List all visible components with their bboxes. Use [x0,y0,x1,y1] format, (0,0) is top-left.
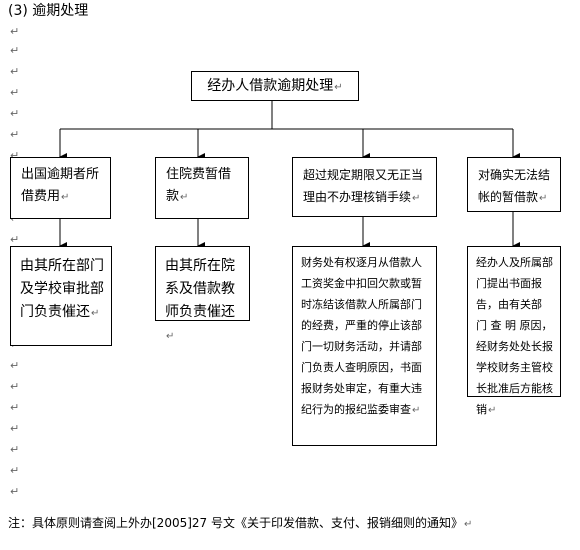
paragraph-mark: ↵ [464,519,473,530]
paragraph-mark: ↵ [10,44,20,57]
flow-box-text: 出国逾期者所借费用 [21,167,100,204]
paragraph-mark: ↵ [412,405,421,416]
paragraph-mark: ↵ [10,107,20,120]
paragraph-mark: ↵ [166,331,175,342]
flow-box-level2-3: 财务处有权逐月从借款人工资奖金中扣回欠款或暂时冻结该借款人所属部门的经费，严重的… [292,246,437,446]
flow-box-text: 住院费暂借款 [166,167,232,204]
paragraph-mark: ↵ [10,149,20,162]
paragraph-mark: ↵ [10,485,20,498]
paragraph-mark: ↵ [180,192,189,203]
flow-box-level1-3: 超过规定期限又无正当理由不办理核销手续↵ [292,157,437,217]
flow-box-level2-4: 经办人及所属部门提出书面报告，由有关部 门 查 明 原因，经财务处处长报学校财务… [467,246,561,416]
paragraph-mark: ↵ [10,359,20,372]
section-heading-text: (3) 逾期处理 [8,3,89,19]
flow-box-level2-2: 由其所在院系及借款教师负责催还 ↵ [155,246,250,342]
flow-box-level2-1: 由其所在部门及学校审批部门负责催还↵ [10,246,112,346]
paragraph-mark: ↵ [10,233,20,246]
flow-box-text: 经办人及所属部门提出书面报告，由有关部 门 查 明 原因，经财务处处长报学校财务… [476,256,553,416]
paragraph-mark: ↵ [10,443,20,456]
paragraph-mark: ↵ [488,405,497,416]
paragraph-mark: ↵ [539,193,548,204]
flow-box-root: 经办人借款逾期处理↵ [191,71,359,101]
paragraph-mark: ↵ [334,82,343,93]
flow-box-text: 对确实无法结帐的暂借款 [478,168,551,204]
section-heading: (3) 逾期处理 [8,2,88,20]
paragraph-mark: ↵ [10,380,20,393]
flow-box-text: 由其所在部门及学校审批部门负责催还 [20,258,104,320]
footnote: 注：具体原则请查阅上外办[2005]27 号文《关于印发借款、支付、报销细则的通… [8,515,472,533]
flow-box-text: 财务处有权逐月从借款人工资奖金中扣回欠款或暂时冻结该借款人所属部门的经费，严重的… [301,256,422,416]
paragraph-mark: ↵ [10,464,20,477]
paragraph-mark: ↵ [10,65,20,78]
flow-box-level1-2: 住院费暂借款↵ [155,157,249,219]
paragraph-mark: ↵ [91,308,100,319]
flow-box-level1-1: 出国逾期者所借费用↵ [10,157,111,219]
paragraph-mark: ↵ [10,401,20,414]
paragraph-mark: ↵ [412,193,421,204]
paragraph-mark: ↵ [10,422,20,435]
paragraph-mark: ↵ [10,25,20,38]
flow-box-text: 超过规定期限又无正当理由不办理核销手续 [303,168,424,204]
footnote-text: 注：具体原则请查阅上外办[2005]27 号文《关于印发借款、支付、报销细则的通… [8,516,463,530]
flow-box-text: 由其所在院系及借款教师负责催还 [165,258,235,320]
flow-box-level1-4: 对确实无法结帐的暂借款↵ [467,157,561,212]
paragraph-mark: ↵ [61,192,70,203]
paragraph-mark: ↵ [10,128,20,141]
flow-box-root-text: 经办人借款逾期处理 [207,78,334,94]
paragraph-mark: ↵ [10,86,20,99]
